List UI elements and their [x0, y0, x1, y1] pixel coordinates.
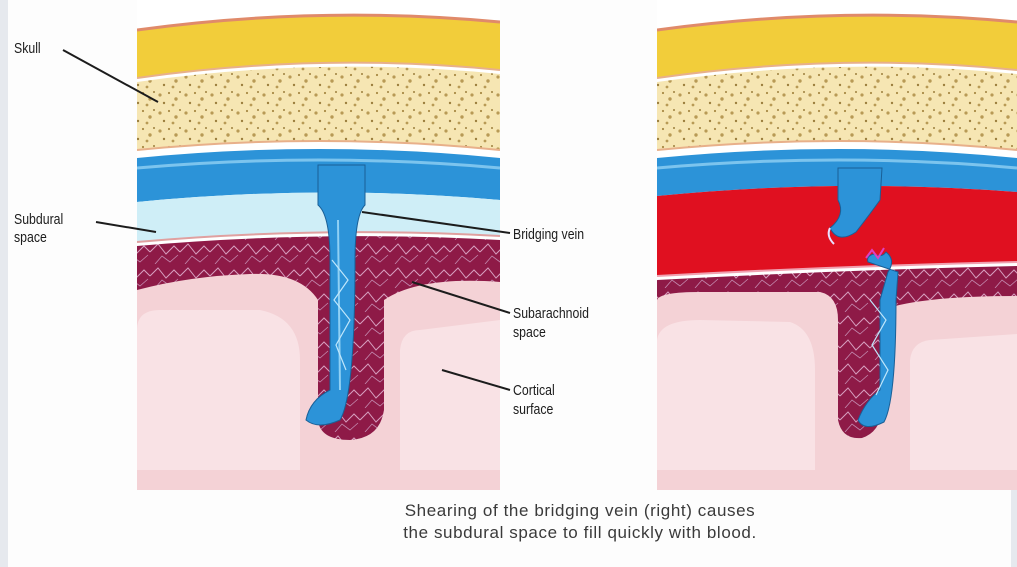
label-subarachnoid-line2: space: [513, 324, 546, 341]
caption-line-1: Shearing of the bridging vein (right) ca…: [300, 500, 860, 522]
label-cortical-line2: surface: [513, 401, 553, 418]
skull-bone-left: [137, 67, 500, 150]
skull-bone-right: [657, 67, 1017, 150]
label-subdural-line1: Subdural: [14, 211, 63, 228]
normal-panel: [137, 0, 500, 490]
label-cortical-line1: Cortical: [513, 382, 555, 399]
sheared-panel: [657, 0, 1017, 490]
caption-line-2: the subdural space to fill quickly with …: [300, 522, 860, 544]
label-subdural-line2: space: [14, 229, 47, 246]
figure-caption: Shearing of the bridging vein (right) ca…: [300, 500, 860, 544]
label-skull: Skull: [14, 40, 41, 57]
label-bridging-vein: Bridging vein: [513, 226, 584, 243]
label-subarachnoid-line1: Subarachnoid: [513, 305, 589, 322]
